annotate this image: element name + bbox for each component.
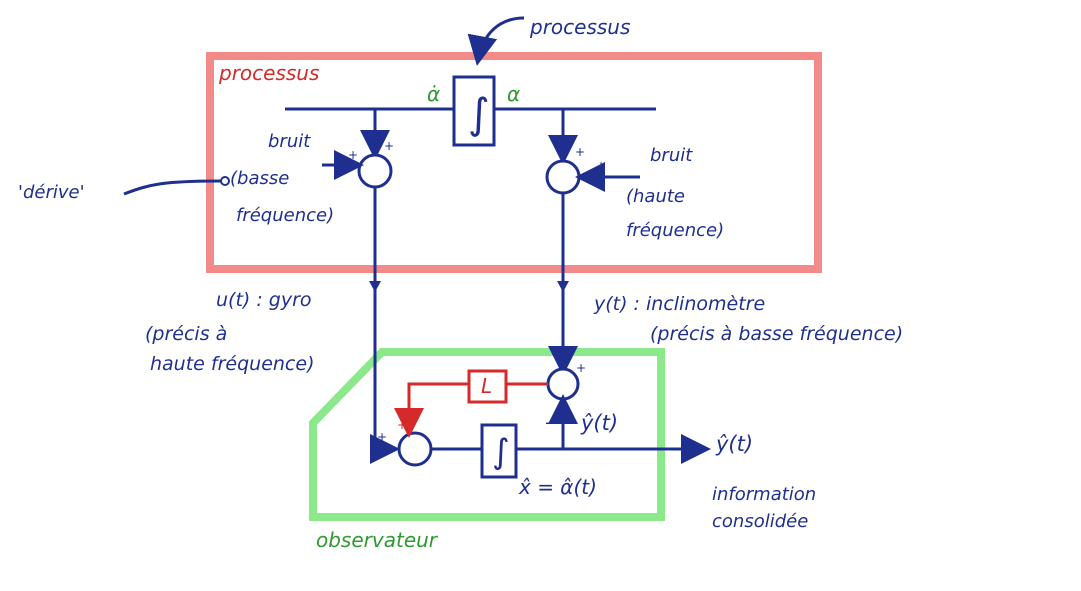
process-input-label: α̇: [427, 82, 440, 106]
left-noise-line2: (basse: [230, 168, 289, 189]
left-sum-node: [357, 153, 393, 189]
left-noise-line1: bruit: [268, 131, 311, 152]
right-noise-line1: bruit: [650, 145, 693, 166]
left-noise-plus: +: [348, 148, 358, 162]
inclinometer-arrowhead: [557, 281, 569, 292]
process-box: [206, 52, 822, 273]
drift-label: 'dérive': [18, 182, 85, 203]
left-signal-plus: +: [384, 139, 394, 153]
inclinometer-line2: (précis à basse fréquence): [650, 323, 903, 345]
gyro-line1: u(t) : gyro: [216, 289, 312, 311]
right-signal-plus: +: [575, 145, 585, 159]
observer-yhat-label: ŷ(t): [580, 411, 618, 435]
observer-gain-label: L: [481, 374, 492, 398]
output-label: ŷ(t): [715, 432, 753, 456]
observer-sum-node: [397, 431, 433, 467]
observer-comparator-node: [546, 367, 580, 401]
process-integrator-symbol: ∫: [468, 89, 490, 138]
drift-arrow: [123, 179, 222, 196]
drift-arrow-end: [220, 176, 230, 186]
right-noise-plus: +: [596, 159, 606, 173]
left-noise-line3: fréquence): [236, 205, 334, 226]
observer-integrator: [480, 423, 518, 479]
right-sum-node: [545, 159, 581, 195]
comparator-minus: −: [544, 413, 559, 434]
inclinometer-line1: y(t) : inclinomètre: [593, 293, 765, 315]
observer-top-plus: +: [397, 418, 407, 432]
observer-box: [309, 348, 665, 521]
gyro-line3: haute fréquence): [150, 353, 314, 375]
right-noise-line3: fréquence): [626, 220, 724, 241]
gyro-signal-line: [370, 187, 400, 464]
right-noise-line2: (haute: [626, 186, 685, 207]
observer-gain-box: [467, 369, 508, 404]
output-line1: information: [712, 484, 816, 505]
observer-box-label: observateur: [316, 528, 439, 552]
observer-left-plus: +: [377, 430, 387, 444]
callout-label: processus: [529, 15, 630, 39]
gyro-line2: (précis à: [145, 323, 227, 345]
process-integrator: [452, 75, 496, 147]
process-output-label: α: [507, 82, 520, 106]
observer-xhat-label: x̂ = α̂(t): [518, 475, 597, 499]
comparator-plus: +: [576, 361, 586, 375]
callout-arrow: [467, 16, 525, 66]
process-box-label: processus: [218, 61, 319, 85]
observer-integrator-symbol: ∫: [492, 432, 510, 472]
output-line2: consolidée: [712, 511, 808, 532]
observer-feedback-line: [409, 382, 548, 432]
gyro-arrowhead: [369, 281, 381, 292]
